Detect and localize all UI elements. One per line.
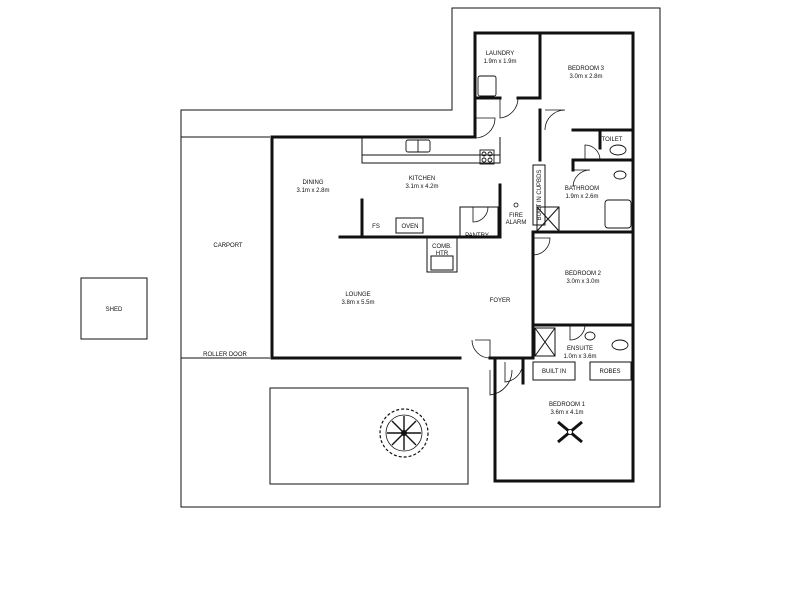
label-foyer: FOYER bbox=[490, 298, 511, 304]
ensuite-toilet-icon bbox=[611, 339, 629, 351]
door-toilet bbox=[584, 144, 601, 161]
label-dining: DINING bbox=[303, 180, 324, 186]
label-lounge-dims: 3.8m x 5.5m bbox=[341, 300, 374, 306]
bedroom1-robes bbox=[589, 361, 632, 381]
comb-heater bbox=[426, 237, 458, 273]
ensuite-shower bbox=[534, 327, 556, 357]
toilet-icon bbox=[609, 144, 627, 156]
garden-bed bbox=[269, 387, 469, 485]
label-pantry: PANTRY bbox=[465, 233, 489, 239]
door-foyer bbox=[471, 339, 491, 359]
built-in-cupboards bbox=[532, 164, 546, 226]
ensuite-basin-icon bbox=[584, 331, 596, 341]
label-bedroom2-dims: 3.0m x 3.0m bbox=[566, 279, 599, 285]
label-builtin-cupbds: BUILT IN CUPBDS bbox=[537, 170, 543, 221]
label-lounge: LOUNGE bbox=[345, 292, 370, 298]
bath-shower bbox=[536, 206, 560, 232]
label-bedroom3-dims: 3.0m x 2.8m bbox=[569, 74, 602, 80]
label-bathroom: BATHROOM bbox=[565, 186, 599, 192]
label-ensuite: ENSUITE bbox=[567, 346, 593, 352]
oven bbox=[395, 217, 424, 234]
kitchen-bench-top bbox=[361, 137, 501, 164]
label-toilet: TOILET bbox=[602, 137, 623, 143]
ensuite-shower-x bbox=[534, 327, 556, 357]
bath-shower-x bbox=[536, 206, 560, 232]
label-built-in: BUILT IN bbox=[542, 369, 566, 375]
label-laundry: LAUNDRY bbox=[486, 51, 515, 57]
door-bed3 bbox=[544, 109, 566, 131]
shed bbox=[80, 277, 148, 340]
label-robes: ROBES bbox=[599, 369, 620, 375]
label-bedroom3: BEDROOM 3 bbox=[568, 66, 605, 72]
label-comb: COMB. bbox=[432, 244, 452, 250]
label-oven: OVEN bbox=[401, 224, 418, 230]
door-ensuite bbox=[569, 324, 586, 341]
door-front bbox=[489, 369, 513, 396]
label-roller-door: ROLLER DOOR bbox=[203, 352, 247, 358]
comb-heater-inner bbox=[430, 255, 454, 271]
door-bed1 bbox=[504, 361, 524, 383]
door-laundry bbox=[499, 97, 519, 119]
label-bedroom2: BEDROOM 2 bbox=[565, 271, 602, 277]
wall-main-left bbox=[270, 135, 462, 360]
laundry-tub bbox=[477, 75, 497, 97]
door-bed2 bbox=[532, 237, 551, 256]
tree-icon bbox=[379, 408, 429, 458]
bath-basin-icon bbox=[613, 170, 627, 180]
fire-alarm-icon bbox=[513, 202, 519, 208]
bedroom1-built-in bbox=[532, 361, 576, 381]
label-ensuite-dims: 1.0m x 3.6m bbox=[563, 354, 596, 360]
door-bath bbox=[572, 169, 591, 188]
label-bedroom1-dims: 3.6m x 4.1m bbox=[550, 410, 583, 416]
ceiling-fan-icon bbox=[557, 420, 583, 444]
label-bedroom1: BEDROOM 1 bbox=[549, 402, 586, 408]
door-pantry bbox=[472, 206, 489, 223]
label-kitchen-dims: 3.1m x 4.2m bbox=[405, 184, 438, 190]
label-carport: CARPORT bbox=[213, 243, 243, 249]
label-shed: SHED bbox=[106, 307, 123, 313]
site-boundary bbox=[180, 7, 661, 508]
label-alarm: ALARM bbox=[506, 220, 527, 226]
cooktop-icon bbox=[479, 149, 495, 165]
label-fire: FIRE bbox=[509, 213, 523, 219]
label-bathroom-dims: 1.9m x 2.6m bbox=[565, 194, 598, 200]
label-htr: HTR bbox=[436, 251, 449, 257]
wall-bedroom1 bbox=[493, 356, 635, 483]
label-dining-dims: 3.1m x 2.8m bbox=[296, 188, 329, 194]
label-laundry-dims: 1.9m x 1.9m bbox=[483, 59, 516, 65]
bath-tub bbox=[604, 199, 632, 229]
door-entry-laundry bbox=[474, 117, 496, 139]
label-kitchen: KITCHEN bbox=[409, 176, 435, 182]
label-fs: FS bbox=[372, 224, 380, 230]
wall-north-wing bbox=[473, 31, 635, 234]
pantry bbox=[459, 206, 499, 238]
